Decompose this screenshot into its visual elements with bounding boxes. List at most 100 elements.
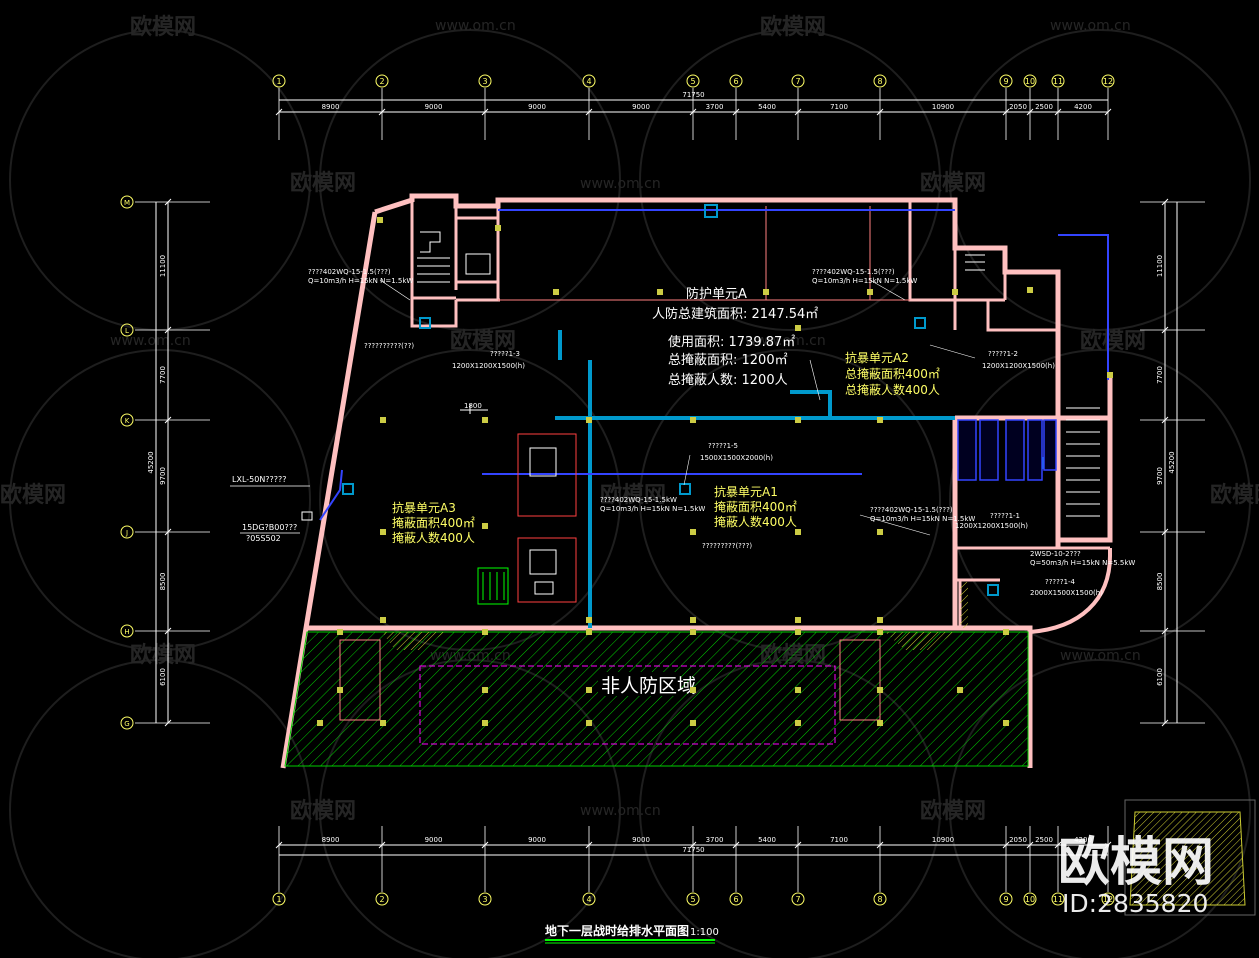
- watermark-url: www.om.cn: [110, 333, 191, 349]
- watermark-logo: 欧模网: [130, 14, 196, 40]
- tank-1-1: ?????1-1: [990, 512, 1020, 520]
- axis-label: M: [124, 199, 130, 207]
- axis-bubble-10: [1023, 74, 1037, 88]
- axis-label: 8: [877, 895, 882, 904]
- column-marker: [795, 325, 801, 331]
- column-marker: [877, 617, 883, 623]
- unit-a1-people: 掩蔽人数400人: [714, 514, 797, 529]
- axis-bubble-8: [873, 74, 887, 88]
- dimension-value: 6100: [159, 668, 167, 686]
- watermark-layer: 欧模网 www.om.cn 欧模网 www.om.cn 欧模网 www.om.c…: [0, 14, 1259, 958]
- axis-bubble-M: [120, 195, 134, 209]
- pump-tail-1: 2WSD-10-2???: [1030, 550, 1081, 558]
- axis-bubble-11: [1051, 892, 1065, 906]
- dimension-value: 10900: [932, 836, 954, 844]
- tank-1-4-size: 2000X1500X1500(h): [1030, 589, 1103, 597]
- unit-a2-area: 总掩蔽面积400㎡: [845, 367, 940, 381]
- standard-label: ?05S502: [246, 534, 281, 543]
- dimension-value: 7700: [159, 366, 167, 384]
- drawing-title-text: 地下一层战时给排水平面图: [545, 923, 689, 938]
- column-marker: [482, 417, 488, 423]
- column-marker: [657, 289, 663, 295]
- axis-label: 12: [1103, 895, 1113, 904]
- column-marker: [877, 629, 883, 635]
- unit-a1-name: 抗暴单元A1: [714, 484, 778, 499]
- ramp-hatch: [382, 582, 968, 650]
- watermark-logo: 欧模网: [450, 328, 516, 354]
- pipe-sleeve-icon: [301, 511, 313, 521]
- axis-label: 6: [733, 77, 738, 86]
- column-marker: [867, 289, 873, 295]
- watermark-logo: 欧模网: [130, 642, 196, 668]
- axis-label: H: [124, 628, 129, 636]
- dim-1800: 1800: [464, 402, 482, 410]
- axis-label: 7: [795, 77, 800, 86]
- axis-label: 1: [276, 77, 281, 86]
- blast-unit-a1: 抗暴单元A1 掩蔽面积400㎡ 掩蔽人数400人: [714, 484, 797, 529]
- shelter-people-label: 总掩蔽人数: 1200人: [668, 373, 788, 388]
- axis-bubble-2: [375, 892, 389, 906]
- column-marker: [952, 289, 958, 295]
- watermark-url: www.om.cn: [1050, 18, 1131, 34]
- axis-bubble-7: [791, 892, 805, 906]
- axis-label: 2: [379, 895, 384, 904]
- unit-a3-name: 抗暴单元A3: [392, 500, 456, 515]
- east-stair-wall: [1058, 375, 1113, 543]
- column-marker: [763, 289, 769, 295]
- pump-note-center-2: Q=10m3/h H=15kN N=1.5kW: [600, 505, 705, 513]
- dimension-value: 9000: [632, 103, 650, 111]
- axis-label: 2: [379, 77, 384, 86]
- dimension-value: 11100: [159, 255, 167, 277]
- dimension-value: 2500: [1035, 103, 1053, 111]
- total-dimension: 71750: [682, 91, 704, 99]
- axis-label: 7: [795, 895, 800, 904]
- axis-bubble-4: [582, 892, 596, 906]
- column-marker: [795, 417, 801, 423]
- stair-symbols: [417, 231, 985, 283]
- column-marker: [586, 720, 592, 726]
- building-walls: [280, 193, 1113, 769]
- column-marker: [482, 720, 488, 726]
- axis-label: 9: [1003, 77, 1008, 86]
- column-marker: [1027, 287, 1033, 293]
- column-marker: [482, 629, 488, 635]
- axis-bubble-2: [375, 74, 389, 88]
- dimension-value: 7700: [1156, 366, 1164, 384]
- dimension-value: 4200: [1074, 836, 1092, 844]
- dimension-value: 3700: [706, 103, 724, 111]
- column-marker: [586, 417, 592, 423]
- area-stats: 防护单元A 人防总建筑面积: 2147.54㎡ 使用面积: 1739.87㎡ 总…: [652, 286, 818, 388]
- drainage-pipes: [555, 330, 955, 628]
- protection-unit-label: 防护单元A: [686, 286, 747, 302]
- axis-bubble-6: [729, 74, 743, 88]
- column-marker: [957, 687, 963, 693]
- dimension-value: 4200: [1074, 103, 1092, 111]
- key-plan: [1124, 799, 1256, 916]
- unit-a1-area: 掩蔽面积400㎡: [714, 500, 797, 514]
- column-marker: [1003, 629, 1009, 635]
- dimension-value: 8900: [322, 836, 340, 844]
- dimension-value: 11100: [1156, 255, 1164, 277]
- shelter-area-label: 总掩蔽面积: 1200㎡: [668, 353, 788, 368]
- axis-bubble-12: [1101, 74, 1115, 88]
- axis-label: 1: [276, 895, 281, 904]
- fire-note: ?????????(???): [702, 542, 752, 550]
- column-marker: [482, 687, 488, 693]
- axis-bubble-H: [120, 624, 134, 638]
- axis-bubble-3: [478, 74, 492, 88]
- column-marker: [795, 687, 801, 693]
- axis-label: 11: [1053, 77, 1063, 86]
- axis-bubble-3: [478, 892, 492, 906]
- watermark-id: ID:2835820: [1062, 889, 1208, 918]
- dimension-value: 9700: [159, 467, 167, 485]
- tank-1-5-size: 1500X1500X2000(h): [700, 454, 773, 462]
- middle-wall: [307, 625, 1033, 768]
- axis-bubble-5: [686, 74, 700, 88]
- column-marker: [380, 720, 386, 726]
- axis-label: 6: [733, 895, 738, 904]
- column-marker: [337, 687, 343, 693]
- axis-bubble-G: [120, 716, 134, 730]
